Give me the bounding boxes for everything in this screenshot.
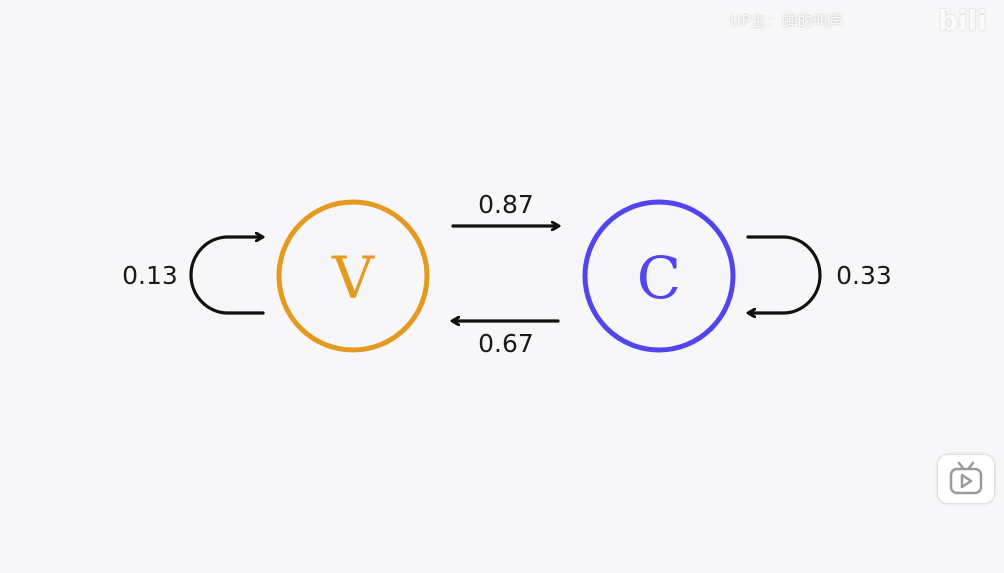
probability-v-to-c: 0.87 — [478, 190, 534, 219]
play-button[interactable] — [938, 455, 994, 503]
state-v: V — [276, 199, 430, 353]
transition-v-to-v: 0.13 — [122, 237, 265, 315]
state-c-label: C — [637, 244, 681, 312]
probability-v-to-v: 0.13 — [122, 261, 178, 290]
play-icon — [949, 461, 983, 495]
probability-c-to-c: 0.33 — [836, 261, 892, 290]
state-v-label: V — [331, 244, 375, 312]
self-loop-arrow-v — [189, 237, 265, 315]
bilibili-logo: bili — [938, 4, 987, 37]
self-loop-arrow-c — [746, 235, 822, 313]
probability-c-to-v: 0.67 — [478, 329, 534, 358]
state-c: C — [582, 199, 736, 353]
state-v-circle — [276, 199, 430, 353]
state-c-circle — [582, 199, 736, 353]
transition-v-to-c: 0.87 — [451, 190, 558, 226]
transition-c-to-v: 0.67 — [453, 321, 560, 358]
watermark-text: UP主：蝉的叫声 — [730, 12, 845, 30]
transition-c-to-c: 0.33 — [746, 235, 892, 313]
